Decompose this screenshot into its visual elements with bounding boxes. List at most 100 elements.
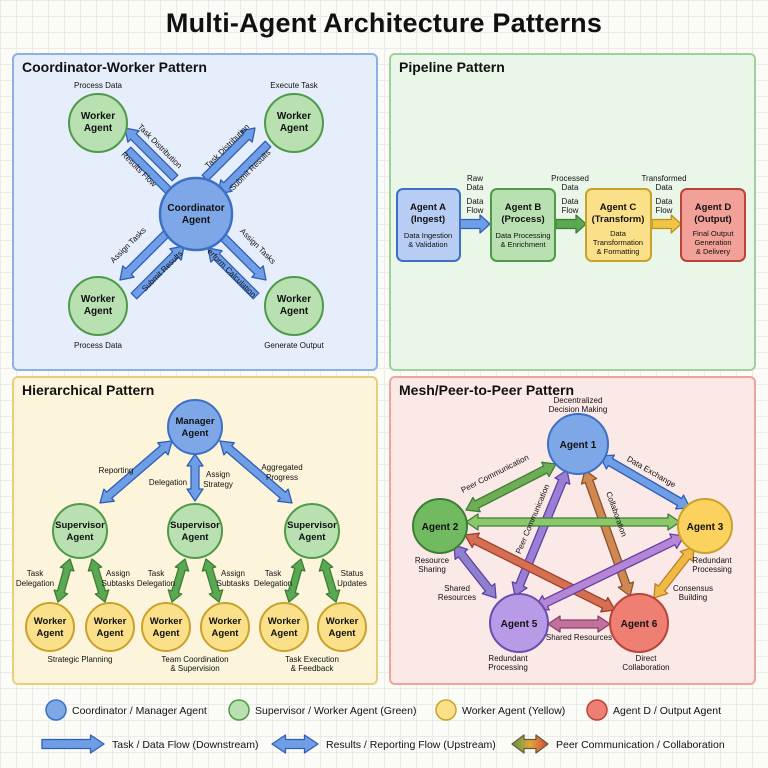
mesh-shared-cap2: Resources — [438, 593, 476, 602]
mesh-shared-cap1: Shared — [444, 584, 470, 593]
h-label-aggregated2: Progress — [266, 473, 298, 482]
stage2-top2: Data — [562, 183, 579, 192]
mesh-agent-6-label: Agent 6 — [621, 619, 658, 630]
h-caption-right1: Task Execution — [285, 655, 339, 664]
stage1-flow2: Flow — [467, 206, 484, 215]
agent-b-role: (Process) — [501, 214, 544, 225]
worker-node-tl — [68, 93, 128, 153]
agent-a-box — [396, 188, 461, 262]
mesh-panel-title: Mesh/Peer-to-Peer Pattern — [399, 382, 575, 398]
stage3-flow1: Data — [656, 197, 673, 206]
mesh-captions: Decentralized Decision Making Resource S… — [415, 396, 732, 672]
mesh-a6-cap1: Direct — [636, 654, 658, 663]
mesh-a3-cap2: Processing — [692, 565, 732, 574]
worker-h-3 — [141, 602, 191, 652]
h-label-reporting: Reporting — [99, 466, 134, 475]
caption-br: Generate Output — [264, 341, 324, 350]
stage2-flow2: Flow — [562, 206, 579, 215]
hierarchical-panel-title: Hierarchical Pattern — [22, 382, 155, 398]
agent-d-box — [680, 188, 746, 262]
caption-tl: Process Data — [74, 81, 123, 90]
stage3-top2: Data — [656, 183, 673, 192]
hierarchical-arrows — [53, 440, 341, 603]
arrow-bl-out — [119, 226, 174, 281]
agent-c-desc3: & Formatting — [597, 247, 640, 256]
supervisor-left — [52, 503, 108, 559]
legend-supervisor: Supervisor / Worker Agent (Green) — [255, 705, 416, 717]
h-m-task1: Task — [148, 569, 165, 578]
legend-arrow-results — [271, 734, 319, 754]
pipeline-agents: Agent A (Ingest) Data Ingestion & Valida… — [396, 188, 746, 262]
caption-tr: Execute Task — [270, 81, 318, 90]
mesh-consensus-cap1: Consensus — [673, 584, 713, 593]
mesh-a2-cap1: Resource — [415, 556, 450, 565]
stage1-top1: Raw — [467, 174, 483, 183]
page-title: Multi-Agent Architecture Patterns — [165, 8, 603, 38]
worker-node-tr — [264, 93, 324, 153]
mesh-agent-1 — [547, 413, 609, 475]
coordinator-panel-title: Coordinator-Worker Pattern — [22, 59, 207, 75]
agent-b-desc1: Data Processing — [495, 231, 550, 240]
legend-task-flow: Task / Data Flow (Downstream) — [112, 739, 258, 751]
mesh-a5-cap2: Processing — [488, 663, 528, 672]
h-r-task2: Delegation — [254, 579, 292, 588]
h-sub-left-2 — [87, 558, 110, 603]
manager-node — [167, 399, 223, 455]
h-l-task1: Task — [27, 569, 44, 578]
h-label-aggregated1: Aggregated — [261, 463, 302, 472]
h-caption-right2: & Feedback — [291, 664, 335, 673]
agent-c-role: (Transform) — [592, 214, 645, 225]
stage2-top1: Processed — [551, 174, 589, 183]
worker-node-bl — [68, 276, 128, 336]
hierarchical-labels: Reporting Delegation Assign Strategy Agg… — [16, 463, 367, 673]
worker-h-2 — [85, 602, 135, 652]
h-m-assign1: Assign — [221, 569, 245, 578]
mesh-a3-cap1: Redundant — [692, 556, 732, 565]
h-sub-left-1 — [53, 558, 75, 603]
agent-d-desc1: Final Output — [693, 229, 735, 238]
mesh-a5-cap1: Redundant — [488, 654, 528, 663]
legend-worker: Worker Agent (Yellow) — [462, 705, 565, 717]
stage1-top2: Data — [467, 183, 484, 192]
pipeline-arrow-ab — [459, 214, 491, 234]
h-caption-mid1: Team Coordination — [161, 655, 228, 664]
agent-b-box — [490, 188, 556, 262]
h-m-assign2: Subtasks — [217, 579, 250, 588]
agent-a-desc2: & Validation — [408, 240, 447, 249]
worker-h-6 — [317, 602, 367, 652]
mesh-label-peer1: Peer Communication — [460, 453, 531, 495]
agent-a-name: Agent A — [410, 202, 446, 213]
h-label-assign-strategy2: Strategy — [203, 480, 233, 489]
mesh-a1-cap2: Decision Making — [549, 405, 608, 414]
h-r-status1: Status — [341, 569, 364, 578]
mesh-2-5 — [453, 544, 497, 599]
legend-coordinator: Coordinator / Manager Agent — [72, 705, 207, 717]
arrow-br-in — [207, 247, 260, 300]
legend-arrow-task — [41, 734, 105, 754]
coordinator-node — [158, 176, 234, 252]
h-caption-left: Strategic Planning — [48, 655, 113, 664]
h-m-task2: Delegation — [137, 579, 175, 588]
agent-d-role: (Output) — [694, 214, 731, 225]
worker-node-br — [264, 276, 324, 336]
stage3-top1: Transformed — [641, 174, 686, 183]
legend-results-flow: Results / Reporting Flow (Upstream) — [326, 739, 496, 751]
agent-b-name: Agent B — [505, 202, 542, 213]
caption-bl: Process Data — [74, 341, 123, 350]
mesh-arrows — [453, 454, 695, 633]
agent-c-name: Agent C — [600, 202, 637, 213]
mesh-5-6 — [547, 615, 611, 633]
stage3-flow2: Flow — [656, 206, 673, 215]
agent-d-desc2: Generation — [694, 238, 731, 247]
worker-h-4 — [200, 602, 250, 652]
mesh-agent-2-label: Agent 2 — [422, 522, 459, 533]
agent-b-desc2: & Enrichment — [500, 240, 546, 249]
legend: Coordinator / Manager Agent Supervisor /… — [41, 699, 725, 754]
